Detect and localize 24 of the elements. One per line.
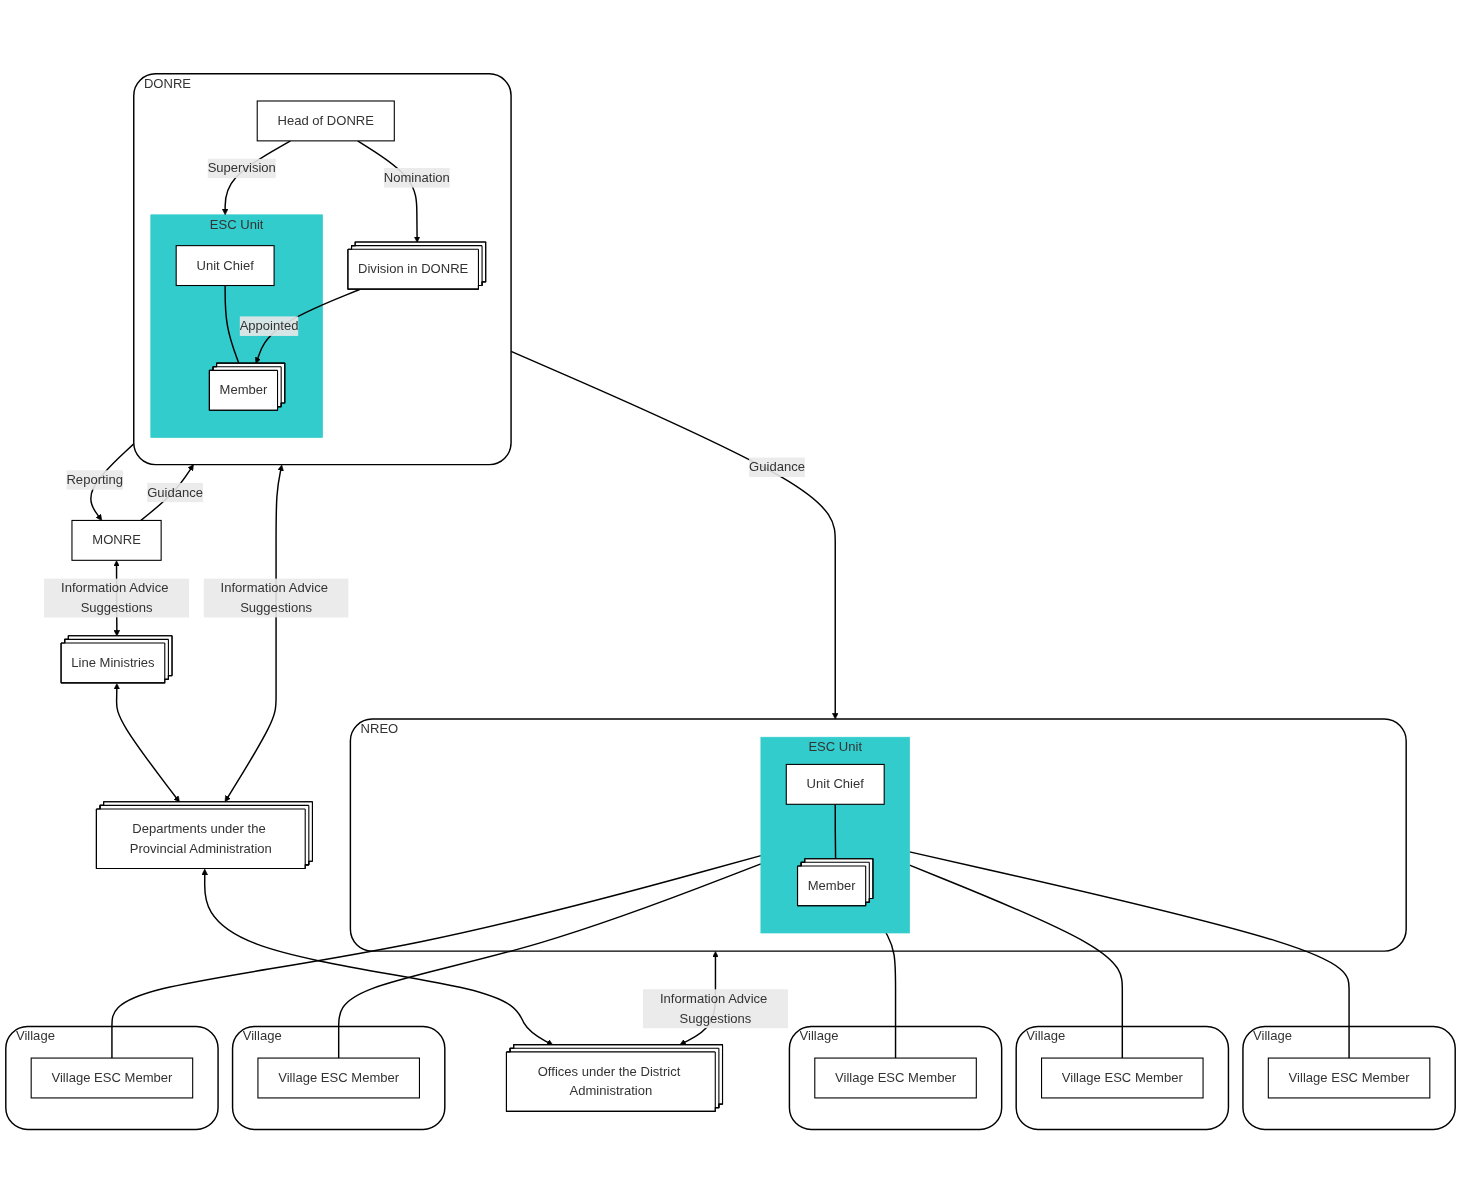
edge-label: Information Advice Suggestions — [220, 580, 328, 615]
connector — [337, 863, 762, 1059]
edge-label: Nomination — [383, 170, 450, 185]
edge-label: Guidance — [749, 459, 805, 474]
node-box: MONRE — [71, 519, 162, 561]
node-box: Unit Chief — [175, 244, 275, 286]
edge-label: Reporting — [66, 472, 124, 487]
arrow — [224, 464, 284, 802]
connector — [111, 854, 762, 1059]
connector — [908, 864, 1124, 1059]
node-box: Head of DONRE — [256, 100, 395, 142]
node-box: Village ESC Member — [814, 1057, 977, 1099]
edge-label: Information Advice Suggestions — [659, 991, 768, 1026]
connector — [908, 851, 1350, 1059]
edge-label: Guidance — [147, 484, 204, 500]
edge-label: Supervision — [207, 160, 276, 176]
node-box: Village ESC Member — [1267, 1057, 1431, 1099]
connector — [885, 932, 897, 1059]
node-box: Village ESC Member — [30, 1057, 194, 1099]
edge-label: Appointed — [239, 318, 299, 333]
node-box: Village ESC Member — [257, 1057, 420, 1099]
node-box: Village ESC Member — [1041, 1057, 1204, 1099]
edge-label: Information Advice Suggestions — [61, 580, 169, 615]
node-box: Unit Chief — [785, 763, 885, 805]
